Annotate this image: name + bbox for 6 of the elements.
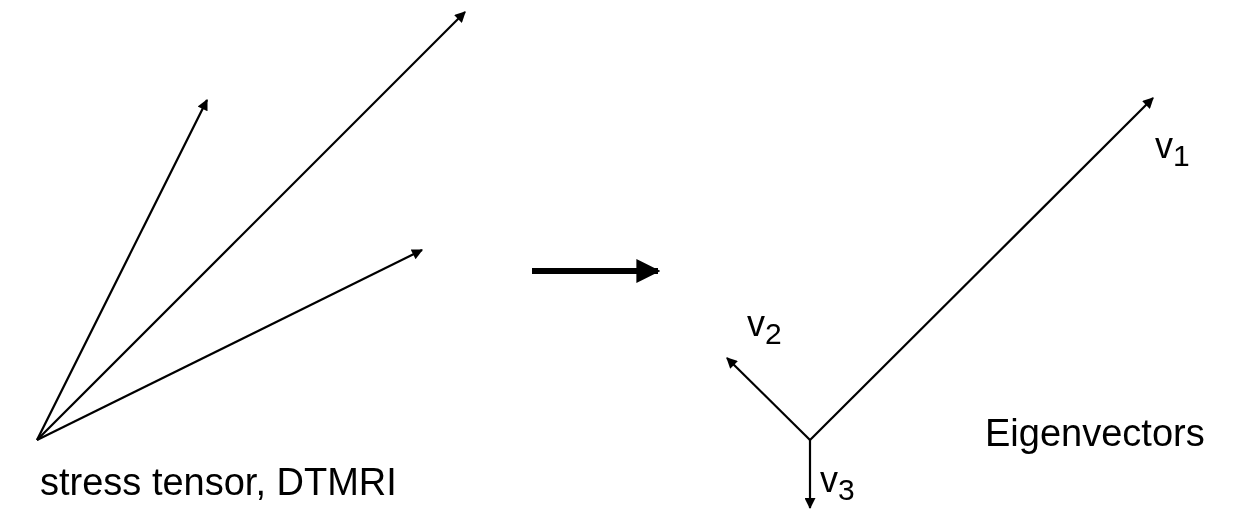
caption-text: stress tensor, DTMRI: [40, 463, 397, 501]
caption-text: Eigenvectors: [985, 414, 1205, 452]
vector-label: v$_{2}$: [747, 306, 782, 350]
arrow: [532, 259, 661, 283]
vector-label: v$_{1}$: [1155, 128, 1190, 172]
vector-label: v$_{3}$: [820, 462, 855, 506]
